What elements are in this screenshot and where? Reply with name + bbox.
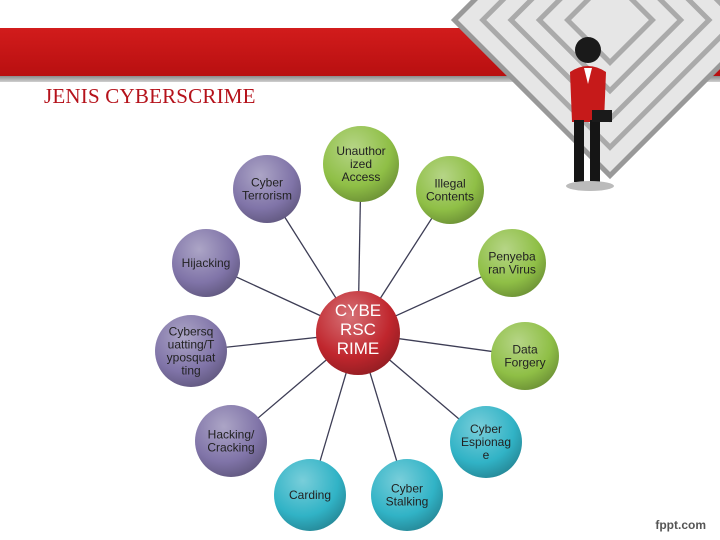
center-node-label: CYBE — [335, 301, 381, 320]
node-label-cyber-terrorism: Cyber — [251, 176, 283, 190]
node-label-penyebaran-virus: ran Virus — [488, 263, 536, 277]
node-label-cyber-espionage: Espionag — [461, 435, 511, 449]
node-label-cybersquatting: Cybersq — [169, 325, 214, 339]
center-node-label: RIME — [337, 339, 380, 358]
center-node: CYBERSCRIME — [316, 291, 400, 375]
node-label-cybersquatting: uatting/T — [168, 338, 215, 352]
node-label-unauthorized-access: Unauthor — [336, 144, 385, 158]
node-label-carding: Carding — [289, 488, 331, 502]
node-label-data-forgery: Data — [512, 343, 538, 357]
node-label-hijacking: Hijacking — [182, 256, 231, 270]
node-hacking-cracking: Hacking/Cracking — [195, 405, 267, 477]
node-label-cyber-espionage: e — [483, 448, 490, 462]
node-label-hacking-cracking: Hacking/ — [208, 428, 255, 442]
node-label-cyber-terrorism: Terrorism — [242, 189, 292, 203]
node-label-illegal-contents: Contents — [426, 190, 474, 204]
node-label-cybersquatting: yposquat — [167, 351, 216, 365]
node-label-penyebaran-virus: Penyeba — [488, 250, 536, 264]
node-label-hacking-cracking: Cracking — [207, 441, 254, 455]
node-carding: Carding — [274, 459, 346, 531]
node-label-unauthorized-access: Access — [342, 170, 381, 184]
node-label-data-forgery: Forgery — [504, 356, 545, 370]
footer-logo: fppt.com — [655, 518, 706, 532]
node-label-cyber-espionage: Cyber — [470, 422, 502, 436]
node-label-cyber-stalking: Cyber — [391, 482, 423, 496]
node-label-illegal-contents: Illegal — [434, 177, 465, 191]
node-hijacking: Hijacking — [172, 229, 240, 297]
node-label-unauthorized-access: ized — [350, 157, 372, 171]
center-node-label: RSC — [340, 320, 376, 339]
node-label-cybersquatting: ting — [181, 364, 200, 378]
node-label-cyber-stalking: Stalking — [386, 495, 429, 509]
